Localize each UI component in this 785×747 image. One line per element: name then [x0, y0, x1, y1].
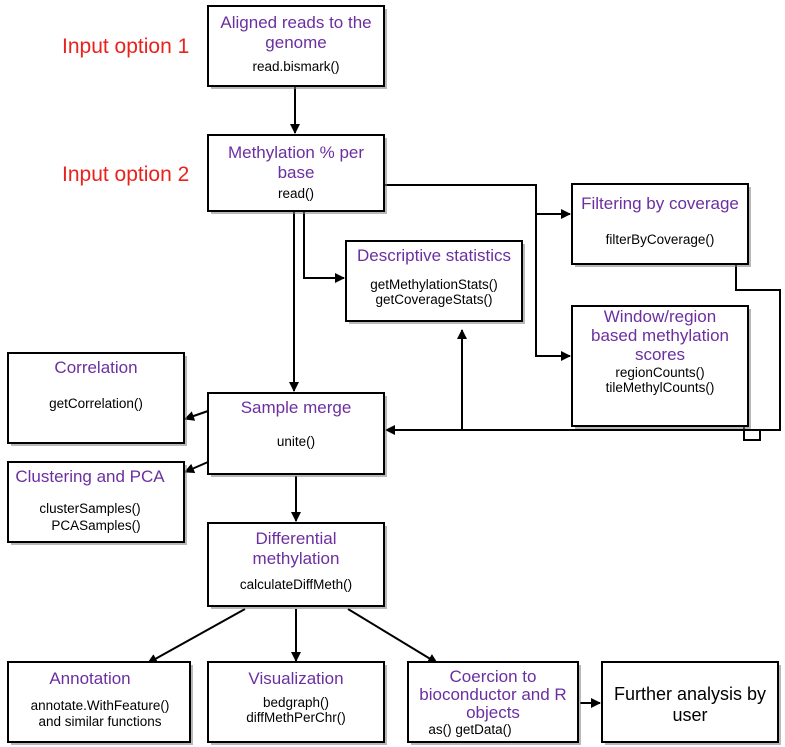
- node-annotation-fn-2: and similar functions: [38, 714, 161, 729]
- node-merge-fn-1: unite(): [277, 434, 315, 449]
- input-option-2-label: Input option 2: [62, 163, 189, 186]
- node-correlation-title-1: Correlation: [54, 358, 137, 377]
- node-annotation-fn-1: annotate.WithFeature(): [31, 698, 170, 713]
- edge-methylation-to-descriptive: [303, 212, 345, 283]
- node-methylation-fn-1: read(): [278, 186, 314, 201]
- edge-diffmeth-to-coercion: [347, 608, 438, 664]
- edges: [147, 87, 781, 708]
- node-filtering-title-1: Filtering by coverage: [581, 194, 739, 213]
- svg-text:Clustering and PCA: Clustering and PCA: [15, 467, 165, 486]
- node-aligned-title-2: genome: [265, 33, 326, 52]
- svg-text:Annotation: Annotation: [49, 669, 130, 688]
- node-merge: Sample merge unite(): [207, 392, 387, 477]
- node-descriptive-fn-1: getMethylationStats(): [370, 277, 498, 292]
- edge-diffmeth-to-annotation: [147, 608, 246, 664]
- node-filtering-fn-1: filterByCoverage(): [606, 232, 715, 247]
- node-visualization-title-1: Visualization: [248, 669, 343, 688]
- node-clustering-title-1: Clustering and PCA: [15, 467, 165, 486]
- edge-methylation-to-filtering: [385, 184, 571, 219]
- node-clustering-fn-1: clusterSamples(): [39, 501, 140, 516]
- node-window-title-2: based methylation: [591, 326, 729, 345]
- node-clustering-fn-2: PCASamples(): [51, 518, 140, 533]
- node-further-title-2: user: [672, 705, 707, 725]
- edge-filtering-to-merge: [385, 265, 781, 435]
- node-descriptive-title-1: Descriptive statistics: [357, 246, 511, 265]
- node-window-title-1: Window/region: [604, 307, 716, 326]
- node-window-fn-1: regionCounts(): [615, 365, 704, 380]
- node-further-title-1: Further analysis by: [614, 684, 766, 704]
- node-coercion-fn-1: as() getData(): [428, 722, 511, 737]
- node-visualization: Visualization bedgraph() diffMethPerChr(…: [207, 661, 387, 745]
- node-annotation: Annotation annotate.WithFeature() and si…: [7, 661, 193, 745]
- node-diffmeth-title-2: methylation: [253, 549, 340, 568]
- node-aligned-fn-1: read.bismark(): [252, 59, 339, 74]
- node-visualization-fn-2: diffMethPerChr(): [246, 710, 346, 725]
- node-coercion-title-2: bioconductor and R: [419, 685, 566, 704]
- svg-text:Filtering by coverage: Filtering by coverage: [581, 194, 739, 213]
- input-option-1-label: Input option 1: [62, 35, 189, 58]
- edge-merge-to-correlation: [184, 410, 209, 421]
- node-descriptive: Descriptive statistics getMethylationSta…: [345, 240, 525, 324]
- node-filtering: Filtering by coverage filterByCoverage(): [571, 183, 751, 267]
- svg-text:Visualization: Visualization: [248, 669, 343, 688]
- edge-methylation-to-window: [535, 214, 571, 361]
- node-descriptive-fn-2: getCoverageStats(): [375, 292, 492, 307]
- node-methylation-title-1: Methylation % per: [228, 143, 364, 162]
- svg-text:Correlation: Correlation: [54, 358, 137, 377]
- node-aligned-title-1: Aligned reads to the: [220, 13, 371, 32]
- node-visualization-fn-1: bedgraph(): [263, 695, 329, 710]
- node-coercion-title-1: Coercion to: [450, 667, 537, 686]
- node-methylation-title-2: base: [278, 163, 315, 182]
- node-window-title-3: scores: [635, 345, 685, 364]
- node-coercion-title-3: objects: [466, 703, 520, 722]
- node-diffmeth-fn-1: calculateDiffMeth(): [240, 577, 352, 592]
- node-annotation-title-1: Annotation: [49, 669, 130, 688]
- node-window-fn-2: tileMethylCounts(): [606, 380, 715, 395]
- node-correlation: Correlation getCorrelation(): [7, 352, 187, 446]
- edge-window-to-merge: [743, 427, 761, 441]
- node-merge-title-1: Sample merge: [241, 398, 352, 417]
- node-correlation-fn-1: getCorrelation(): [49, 396, 143, 411]
- node-clustering: Clustering and PCA clusterSamples() PCAS…: [7, 461, 187, 545]
- node-diffmeth-title-1: Differential: [256, 529, 337, 548]
- svg-text:Descriptive statistics: Descriptive statistics: [357, 246, 511, 265]
- edge-merge-to-clustering: [184, 461, 209, 473]
- svg-text:Sample merge: Sample merge: [241, 398, 352, 417]
